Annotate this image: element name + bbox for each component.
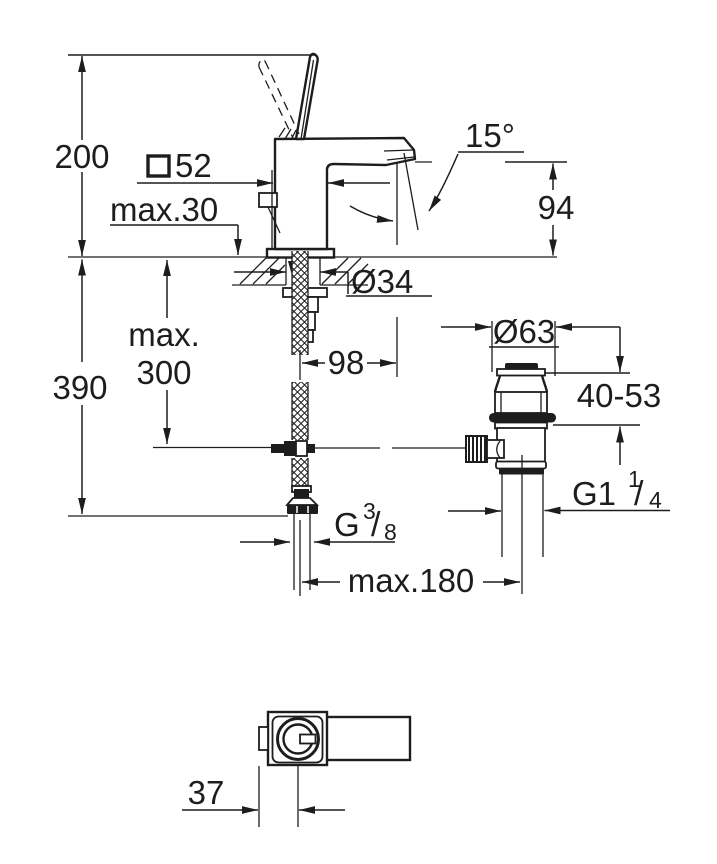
dimension-square-52: 52 (137, 147, 390, 250)
dimension-dia34: Ø34 (234, 263, 432, 300)
dim-waste-thread-den: 4 (649, 487, 662, 513)
dim-hose-depth-1: max. (128, 316, 200, 353)
dim-outlet-height: 94 (538, 189, 575, 226)
faucet-top-view: 37 (182, 710, 412, 827)
dim-waste-cap-dia: Ø63 (493, 313, 555, 350)
dim-supply-thread-slash: / (371, 506, 381, 544)
dimension-390: 390 (52, 259, 288, 517)
dim-handle-offset: 37 (188, 774, 225, 811)
hose-end-fitting (285, 485, 320, 596)
dimension-dia63: Ø63 (441, 313, 620, 376)
square-symbol-icon (146, 154, 171, 178)
dim-spout-reach: 98 (328, 344, 365, 381)
supply-hose (285, 251, 320, 596)
dimension-g1-quarter: G1 1 / 4 (448, 466, 670, 515)
dim-hose-depth-2: 300 (136, 354, 191, 391)
dim-supply-thread-num: 3 (363, 498, 376, 524)
lever-alternate-position (258, 60, 300, 139)
top-view-tab (258, 726, 269, 751)
pop-up-pull-rod (271, 440, 466, 457)
dimension-98: 98 (302, 317, 398, 381)
dimensions: 200 52 max.30 15° 94 (52, 54, 670, 599)
top-view-slot (299, 733, 317, 745)
dimension-40-53: 40-53 (545, 327, 661, 465)
counter-deck (68, 256, 557, 286)
dim-rod-span: max.180 (348, 562, 475, 599)
dimension-37: 37 (182, 766, 345, 827)
dimension-200: 200 (54, 54, 315, 256)
dimension-94: 94 (505, 161, 575, 256)
dim-supply-thread-den: 8 (384, 519, 397, 545)
faucet-side-view (68, 52, 557, 596)
dim-deck-thickness: max.30 (110, 191, 218, 228)
faucet-body (258, 136, 432, 259)
dim-waste-thread-slash: / (634, 475, 644, 513)
lever-handle (258, 52, 319, 141)
dim-body-square: 52 (175, 147, 212, 184)
dimension-g3-8: G 3 / 8 (240, 498, 397, 546)
dim-waste-thread-num: 1 (628, 466, 641, 492)
dim-waste-range: 40-53 (577, 377, 661, 414)
pop-up-waste (465, 363, 556, 594)
dimension-max30: max.30 (110, 191, 242, 255)
dim-supply-thread-base: G (334, 506, 360, 543)
top-view-spout (323, 715, 412, 762)
dim-spout-angle: 15° (465, 117, 515, 154)
dim-waste-thread-base: G1 (572, 475, 616, 512)
dim-below-deck: 390 (52, 369, 107, 406)
dim-total-height: 200 (54, 138, 109, 175)
dimension-15deg: 15° (349, 117, 524, 223)
dim-hole-diameter: Ø34 (351, 263, 413, 300)
dimension-max180: max.180 (302, 562, 520, 599)
water-stream-lines (396, 152, 419, 245)
dimension-max300: max. 300 (128, 260, 272, 449)
